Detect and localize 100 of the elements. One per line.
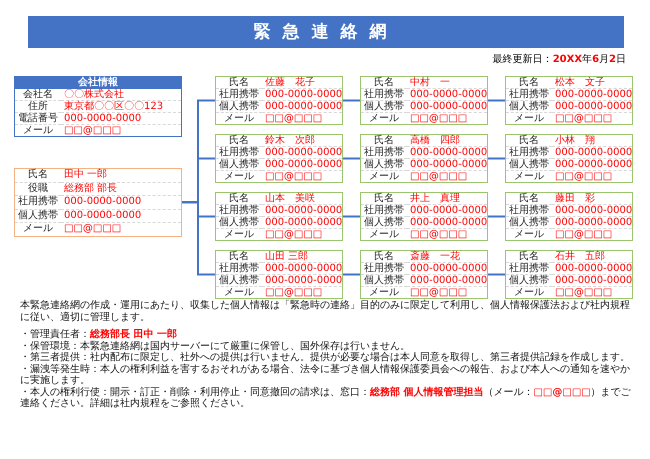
field-value: 中村 一 (407, 77, 488, 89)
field-label: メール (368, 287, 400, 298)
field-value: 000-0000-0000 (552, 205, 632, 217)
field-value: 000-0000-0000 (552, 263, 632, 275)
field-label: 個人携帯 (361, 217, 407, 229)
note-text: 本緊急連絡網の作成・運用にあたり、収集した個人情報は「緊急時の連絡」目的のみに限定して利用し、個人情報保護法および社内規程に従い、適切に管理します。 (20, 300, 631, 323)
field-label: メール (223, 171, 255, 182)
field-value: □□@□□□ (409, 229, 468, 240)
field-value: □□@□□□ (554, 113, 614, 124)
field-label: 個人携帯 (361, 159, 407, 171)
field-value: □□@□□□ (63, 125, 122, 136)
contact-card (505, 134, 633, 183)
field-label: 社用携帯 (15, 196, 61, 210)
table-heading: 会社情報 (15, 77, 181, 89)
field-label: 社用携帯 (506, 263, 552, 275)
field-label: 社用携帯 (361, 263, 407, 275)
field-value: 佐藤 花子 (262, 77, 342, 89)
contact-card (505, 192, 633, 241)
info-table (14, 76, 182, 137)
field-label: メール (22, 125, 54, 136)
field-label: 氏名 (216, 77, 262, 89)
contact-card (14, 168, 182, 236)
contact-card (215, 134, 343, 183)
field-value: 000-0000-0000 (407, 263, 488, 275)
connector-line (343, 274, 360, 276)
field-label: メール (22, 223, 54, 236)
field-value: □□@□□□ (554, 229, 614, 240)
field-value: 000-0000-0000 (552, 101, 632, 113)
field-value: 000-0000-0000 (552, 275, 632, 287)
field-label: 社用携帯 (506, 147, 552, 159)
field-value: 000-0000-0000 (552, 89, 632, 101)
field-label: 氏名 (506, 251, 552, 263)
field-value: 田中 一郎 (61, 169, 181, 182)
field-value: 000-0000-0000 (552, 147, 632, 159)
field-label: 社用携帯 (361, 205, 407, 217)
field-label: 個人携帯 (506, 159, 552, 171)
field-value: 山田 三郎 (262, 251, 342, 263)
field-value: □□@□□□ (264, 113, 324, 124)
field-value: □□@□□□ (409, 287, 468, 298)
field-value: 000-0000-0000 (407, 159, 488, 171)
field-label: 社用携帯 (506, 89, 552, 101)
field-value: 000-0000-0000 (262, 217, 342, 229)
field-label: 氏名 (506, 193, 552, 205)
field-label: 個人携帯 (15, 210, 61, 223)
field-value: 小林 翔 (552, 135, 632, 147)
field-label: メール (223, 229, 255, 240)
field-value: □□@□□□ (264, 287, 324, 298)
field-value: 000-0000-0000 (262, 263, 342, 275)
field-label: メール (513, 229, 545, 240)
field-label: 氏名 (15, 169, 61, 182)
contact-card (360, 76, 488, 125)
field-value: □□@□□□ (554, 171, 614, 182)
field-value: 000-0000-0000 (262, 205, 342, 217)
contact-card (215, 192, 343, 241)
connector-line (488, 100, 505, 102)
field-value: □□@□□□ (554, 287, 614, 298)
connector-line (488, 158, 505, 160)
field-label: 氏名 (216, 193, 262, 205)
field-label: 氏名 (506, 77, 552, 89)
update-date: 最終更新日：20XX年6月2日 (492, 52, 626, 66)
field-value: 松本 文子 (552, 77, 632, 89)
field-value: 井上 真理 (407, 193, 488, 205)
note-text: ・本人の権利行使：開示・訂正・削除・利用停止・同意撤回の請求は、窓口：総務部 個人情報管理担当（メール：□□@□□□）までご連絡ください。詳細は社内規程をご参照ください。 (20, 386, 632, 410)
contact-card (505, 76, 633, 125)
field-label: 個人携帯 (216, 275, 262, 287)
field-value: 〇〇株式会社 (61, 89, 181, 101)
field-label: 社用携帯 (216, 147, 262, 159)
field-value: 000-0000-0000 (262, 275, 342, 287)
field-value: 000-0000-0000 (407, 89, 488, 101)
field-value: □□@□□□ (409, 113, 468, 124)
field-value: 斎藤 一花 (407, 251, 488, 263)
field-label: 住所 (15, 101, 61, 113)
field-label: 社用携帯 (216, 263, 262, 275)
field-value: 山本 美咲 (262, 193, 342, 205)
contact-card (215, 76, 343, 125)
field-label: メール (223, 113, 255, 124)
field-label: 氏名 (361, 251, 407, 263)
field-value: 東京都〇〇区〇〇123 (61, 101, 181, 113)
field-label: 個人携帯 (216, 101, 262, 113)
field-label: メール (513, 171, 545, 182)
field-value: 000-0000-0000 (61, 113, 181, 125)
contact-card (505, 250, 633, 299)
field-value: 鈴木 次郎 (262, 135, 342, 147)
field-value: 000-0000-0000 (61, 210, 181, 223)
field-label: 個人携帯 (506, 101, 552, 113)
field-value: □□@□□□ (409, 171, 468, 182)
field-label: 社用携帯 (361, 147, 407, 159)
field-value: 000-0000-0000 (262, 101, 342, 113)
note-text: ・保管環境：本緊急連絡網は国内サーバーにて厳重に保管し、国外保存は行いません。 (20, 340, 411, 352)
field-label: 個人携帯 (361, 101, 407, 113)
field-value: 000-0000-0000 (262, 147, 342, 159)
connector-line (343, 158, 360, 160)
field-value: 000-0000-0000 (407, 275, 488, 287)
field-label: 氏名 (506, 135, 552, 147)
field-label: メール (223, 287, 255, 298)
field-label: 個人携帯 (361, 275, 407, 287)
field-label: 社用携帯 (361, 89, 407, 101)
connector-line (343, 100, 360, 102)
field-value: 000-0000-0000 (407, 101, 488, 113)
field-value: 藤田 彩 (552, 193, 632, 205)
